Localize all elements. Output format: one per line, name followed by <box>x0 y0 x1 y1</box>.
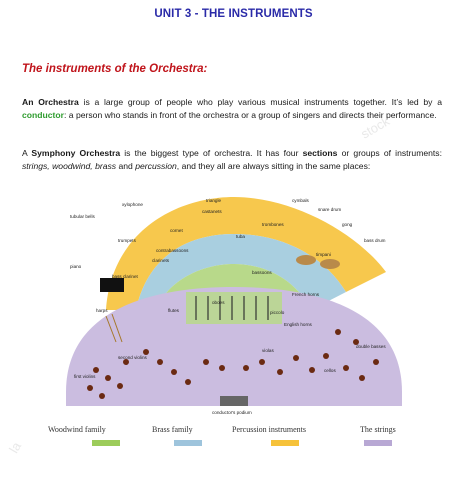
conductor-podium <box>220 396 248 406</box>
label-trombones: trombones <box>262 222 284 227</box>
orchestra-definition: An Orchestra is a large group of people … <box>22 96 442 122</box>
label-flutes: flutes <box>168 308 180 313</box>
legend-woodwind-label: Woodwind family <box>48 425 106 434</box>
label-bass-drum: bass drum <box>364 238 386 243</box>
percussion-term: percussion <box>135 161 177 172</box>
symphony-definition: A Symphony Orchestra is the biggest type… <box>22 147 442 173</box>
label-bassoons: bassoons <box>252 270 272 275</box>
label-gong: gong <box>342 222 353 227</box>
piano-glyph <box>100 278 124 292</box>
woodwind-section <box>156 264 311 320</box>
label-piccolo: piccolo <box>270 310 285 315</box>
orchestra-term: An Orchestra <box>22 97 79 107</box>
diagram-labels: tubular bells xylophone triangle castane… <box>70 198 386 415</box>
legend-percussion-swatch <box>271 440 299 446</box>
orchestra-text-1: is a large group of people who play vari… <box>78 97 442 107</box>
legend-brass-label: Brass family <box>152 425 193 434</box>
symphony-term: Symphony Orchestra <box>31 148 121 158</box>
symphony-intro: A <box>22 148 32 158</box>
label-contrabassoons: contrabassoons <box>156 248 189 253</box>
legend-brass-swatch <box>174 440 202 446</box>
legend-woodwind-swatch <box>92 440 120 446</box>
harp-glyph <box>105 313 123 343</box>
label-second-violins: second violins <box>118 355 148 360</box>
legend-percussion: Percussion instruments <box>232 425 306 434</box>
label-tuba: tuba <box>236 234 245 239</box>
label-harps: harps <box>96 308 108 313</box>
section-heading: The instruments of the Orchestra: <box>22 63 208 75</box>
brass-section <box>136 234 346 310</box>
woodwind-glyphs <box>195 296 269 320</box>
strings-section <box>66 287 402 406</box>
label-conductors-podium: conductor's podium <box>212 410 252 415</box>
symphony-text-3: , and they all are always sitting in the… <box>176 161 371 172</box>
sections-term: sections <box>302 148 338 158</box>
legend-brass: Brass family <box>152 425 193 434</box>
orchestra-seating-diagram: tubular bells xylophone triangle castane… <box>56 192 412 428</box>
symphony-text-2: or groups of instruments: <box>337 148 442 158</box>
label-english-horns: English horns <box>284 322 313 327</box>
label-tubular-bells: tubular bells <box>70 214 95 219</box>
timpani-glyph <box>296 255 340 269</box>
percussion-section <box>106 197 386 310</box>
symphony-text-1: is the biggest type of orchestra. It has… <box>120 148 303 158</box>
label-cymbals: cymbals <box>292 198 310 203</box>
legend-woodwind: Woodwind family <box>48 425 106 434</box>
label-bass-clarinet: bass clarinet <box>112 274 139 279</box>
legend-strings-swatch <box>364 440 392 446</box>
conductor-term: conductor <box>22 110 65 121</box>
label-xylophone: xylophone <box>122 202 143 207</box>
label-first-violins: first violins <box>74 374 96 379</box>
instrument-glyphs <box>87 329 379 399</box>
watermark-left: la <box>6 439 25 456</box>
woodwind-center <box>186 292 282 324</box>
orchestra-text-2: : a person who stands in front of the or… <box>64 110 437 121</box>
label-cellos: cellos <box>324 368 336 373</box>
label-clarinets: clarinets <box>152 258 170 263</box>
legend-strings-label: The strings <box>360 425 396 434</box>
label-piano: piano <box>70 264 82 269</box>
label-castanets: castanets <box>202 209 222 214</box>
label-violas: violas <box>262 348 274 353</box>
label-trumpets: trumpets <box>118 238 137 243</box>
label-french-horns: French horns <box>292 292 320 297</box>
label-double-basses: double basses <box>356 344 386 349</box>
label-snare-drum: snare drum <box>318 207 341 212</box>
label-cornet: cornet <box>170 228 183 233</box>
legend-percussion-label: Percussion instruments <box>232 425 306 434</box>
label-oboes: oboes <box>212 300 225 305</box>
label-triangle: triangle <box>206 198 222 203</box>
unit-title: UNIT 3 - THE INSTRUMENTS <box>154 8 313 20</box>
label-timpani: timpani <box>316 252 331 257</box>
diagram-legend: Woodwind family Brass family Percussion … <box>48 425 428 455</box>
families-list: strings, woodwind, brass <box>22 161 117 172</box>
and-word: and <box>116 161 136 172</box>
legend-strings: The strings <box>360 425 396 434</box>
